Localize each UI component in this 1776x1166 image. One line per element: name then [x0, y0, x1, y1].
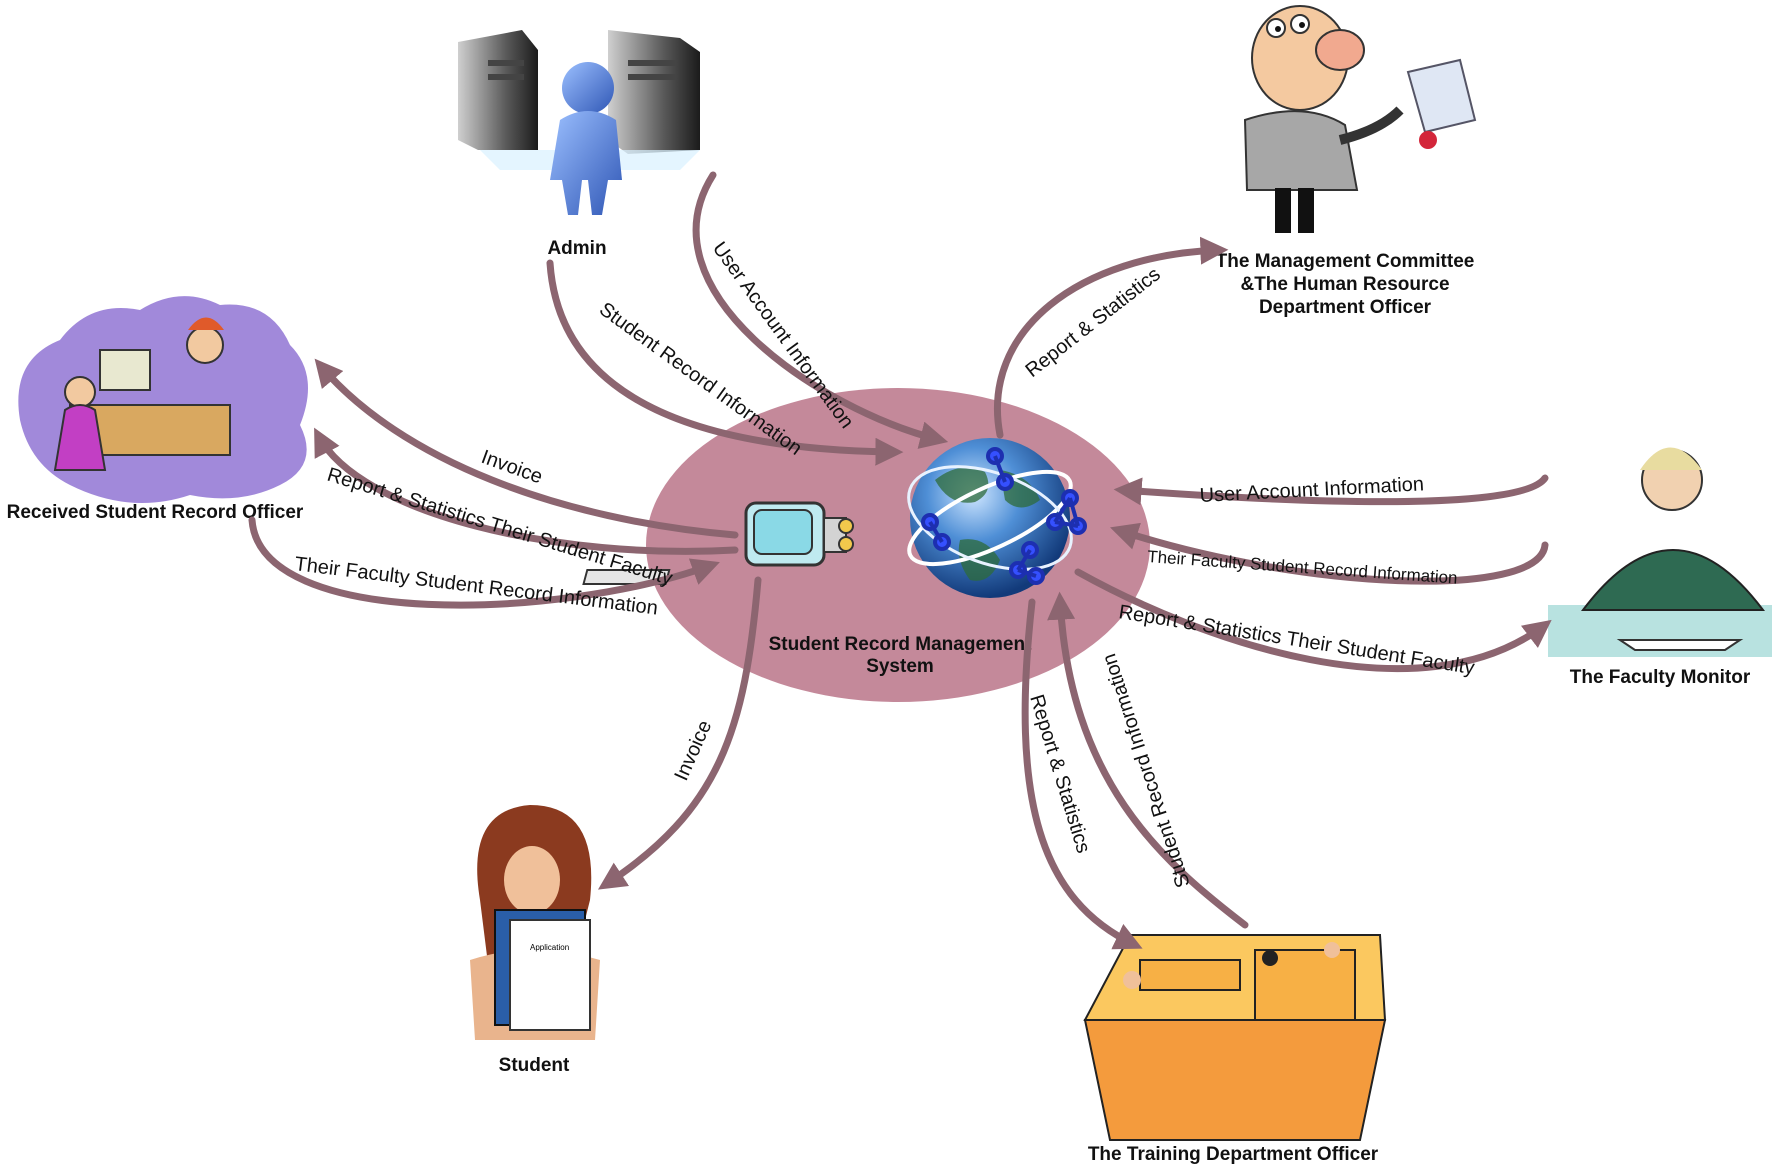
- faculty-monitor-label: The Faculty Monitor: [1570, 667, 1751, 688]
- faculty-monitor-illustration: [1548, 447, 1772, 657]
- received-officer-label: Received Student Record Officer: [7, 502, 304, 523]
- flow-training-record: [1047, 591, 1249, 929]
- student-illustration: Application: [470, 805, 600, 1040]
- flow-monitor-user-account: [1113, 474, 1549, 506]
- training-officer-illustration: [1083, 934, 1387, 1141]
- flow-admin-student-record: [546, 259, 904, 466]
- computer-icon: [582, 501, 854, 585]
- label-monitor-record: Their Faculty Student Record Information: [1147, 547, 1458, 588]
- flow-officer-invoice: [314, 358, 739, 539]
- flow-monitor-report: [1074, 568, 1552, 673]
- management-label-line3: Department Officer: [1259, 297, 1432, 318]
- system-label-line2: System: [866, 656, 934, 677]
- flow-student-invoice: [597, 576, 762, 890]
- flow-monitor-record: [1110, 522, 1549, 585]
- label-training-record: Student Record Information: [1098, 651, 1195, 890]
- admin-illustration: [458, 30, 700, 215]
- management-illustration: [1243, 5, 1477, 233]
- flow-officer-record: [248, 516, 720, 609]
- flow-mgmt-report: [994, 236, 1229, 439]
- flow-admin-user-account: [692, 171, 949, 449]
- management-label-line1: The Management Committee: [1216, 251, 1475, 272]
- training-officer-label: The Training Department Officer: [1088, 1144, 1379, 1165]
- globe-icon: [907, 438, 1087, 598]
- flow-training-report: [1021, 598, 1143, 950]
- flow-officer-report: [314, 427, 739, 555]
- application-text: Application: [530, 943, 569, 952]
- admin-label: Admin: [547, 238, 606, 259]
- management-label-line2: &The Human Resource: [1240, 274, 1449, 295]
- label-monitor-report: Report & Statistics Their Student Facult…: [1117, 601, 1476, 679]
- system-label-line1: Student Record Management: [769, 634, 1033, 655]
- student-label: Student: [499, 1055, 570, 1076]
- received-officer-illustration: [18, 296, 308, 503]
